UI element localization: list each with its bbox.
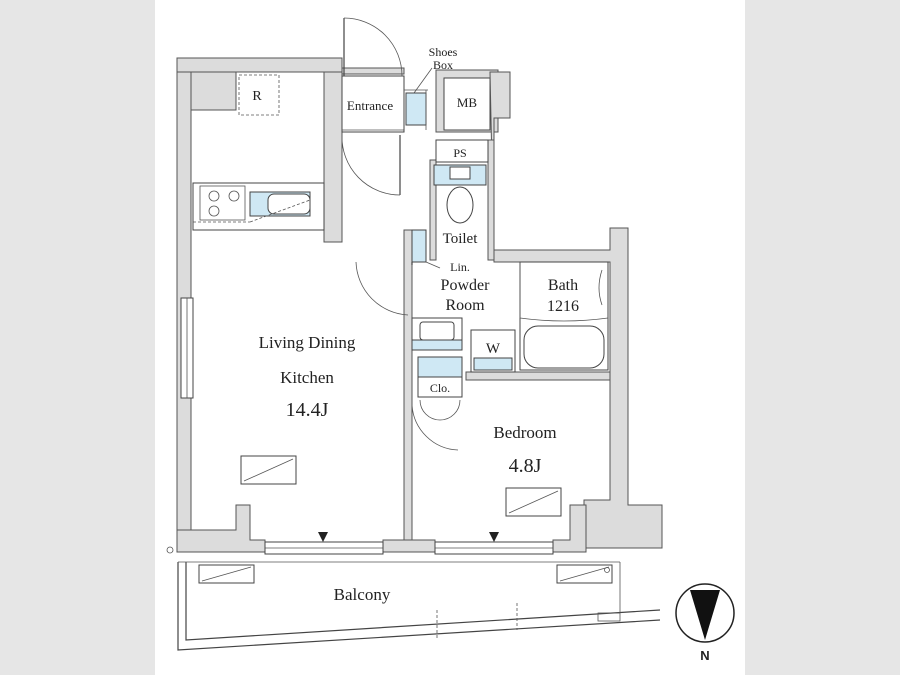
washer-pan-icon <box>473 357 513 371</box>
shoes-box-icon <box>405 92 427 126</box>
closet-label: Clo. <box>430 381 450 395</box>
entrance-area <box>341 17 433 196</box>
south-windows <box>264 532 554 555</box>
entrance-top-wall <box>341 67 405 75</box>
burner-icon <box>208 190 220 202</box>
ldk-size-label: 14.4J <box>286 399 329 421</box>
balcony-label: Balcony <box>334 585 391 604</box>
ldk-label-2: Kitchen <box>280 368 334 387</box>
bath-size-label: 1216 <box>547 298 579 315</box>
ldk-label-1: Living Dining <box>259 333 356 352</box>
kitchen-counter <box>192 182 325 231</box>
north-compass-icon <box>675 583 735 643</box>
toilet-label: Toilet <box>443 231 479 247</box>
burner-icon <box>228 190 240 202</box>
washbasin-bowl <box>419 321 455 341</box>
linen-shelf-icon <box>411 229 427 263</box>
ldk-partition <box>403 229 413 541</box>
east-wall <box>489 71 663 549</box>
stove-area <box>199 185 246 221</box>
bathtub-icon <box>523 325 605 369</box>
closet-box <box>417 376 463 398</box>
balcony <box>166 546 661 651</box>
mb-label: MB <box>457 95 478 110</box>
entrance-floor <box>341 75 405 133</box>
closet-door-swing <box>419 399 461 421</box>
bedroom-top-partition <box>465 371 611 381</box>
linen-label: Lin. <box>450 260 470 274</box>
bedroom-door-swing <box>411 404 459 451</box>
closet-shelf-icon <box>417 356 463 378</box>
sink-basin <box>267 193 311 215</box>
refrigerator-label: R <box>252 89 262 104</box>
bedroom-size-label: 4.8J <box>509 455 542 477</box>
refrigerator-space <box>238 74 280 116</box>
shoes-box-label-1: Shoes <box>429 45 458 59</box>
entry-arrow-icon <box>489 532 499 542</box>
north-label: N <box>700 648 709 663</box>
ldk-aircon-icon <box>240 455 297 485</box>
kitchen-partition <box>323 71 343 243</box>
south-mid-wall <box>382 539 436 553</box>
toilet-west-wall <box>429 159 437 261</box>
bath-label: Bath <box>548 277 578 294</box>
entrance-door-swing <box>343 17 403 77</box>
entrance-inner-door-swing <box>341 134 401 196</box>
entrance-label: Entrance <box>347 98 393 113</box>
north-wall <box>176 57 343 73</box>
south-west-wall <box>176 504 266 553</box>
shoes-box-label-2: Box <box>433 58 453 72</box>
burner-icon <box>208 205 220 217</box>
toilet-fixture <box>433 164 487 224</box>
north-notch <box>190 71 237 111</box>
ps-box <box>435 139 489 163</box>
ps-label: PS <box>453 146 466 160</box>
washbasin-icon <box>411 339 463 351</box>
bedroom-aircon-icon <box>505 487 562 517</box>
toilet-tank-icon <box>449 166 471 180</box>
powder-room-label-1: Powder <box>441 277 491 294</box>
washer-label: W <box>486 341 501 357</box>
toilet-bowl-icon <box>446 186 474 224</box>
entry-arrow-icon <box>318 532 328 542</box>
toilet-east-wall <box>487 139 495 261</box>
bedroom-label: Bedroom <box>493 423 556 442</box>
powder-door-swing <box>355 261 409 316</box>
mb-box <box>443 77 491 131</box>
powder-room-label-2: Room <box>445 297 485 314</box>
